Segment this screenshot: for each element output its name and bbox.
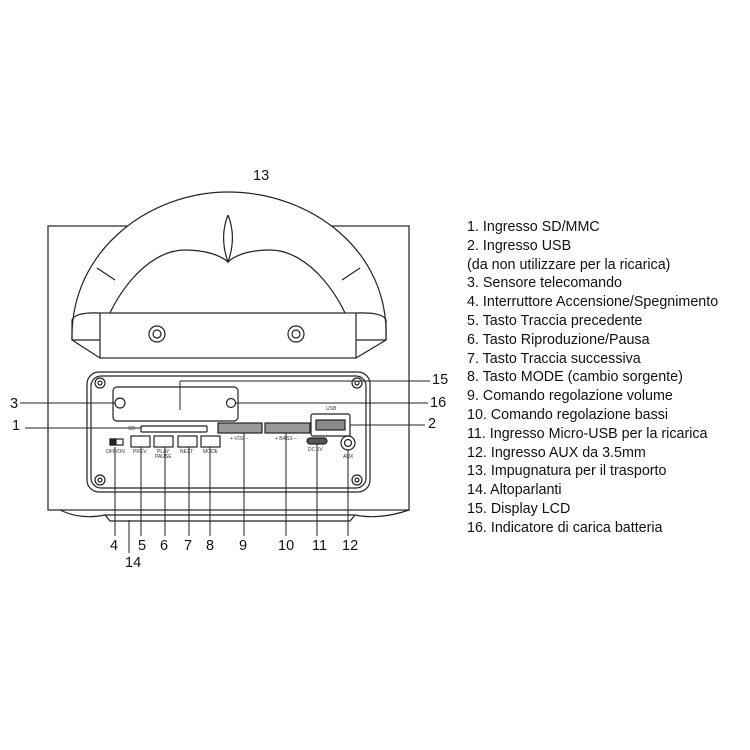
svg-text:PLAY: PLAY [157, 449, 170, 455]
legend-item: 3. Sensore telecomando [467, 275, 622, 292]
svg-text:8: 8 [206, 538, 214, 554]
legend-item: 13. Impugnatura per il trasporto [467, 463, 667, 480]
legend-item: 12. Ingresso AUX da 3.5mm [467, 444, 646, 461]
svg-text:3: 3 [10, 396, 18, 412]
svg-text:10: 10 [278, 538, 294, 554]
svg-text:13: 13 [253, 168, 269, 184]
svg-text:5: 5 [138, 538, 146, 554]
legend-item: (da non utilizzare per la ricarica) [467, 256, 671, 273]
legend-item: 6. Tasto Riproduzione/Pausa [467, 331, 650, 348]
svg-text:9: 9 [239, 538, 247, 554]
svg-text:4: 4 [110, 538, 118, 554]
svg-text:PAUSE: PAUSE [155, 454, 172, 460]
svg-text:14: 14 [125, 555, 141, 571]
svg-text:+ VOL –: + VOL – [230, 436, 249, 442]
legend-item: 8. Tasto MODE (cambio sorgente) [467, 369, 683, 386]
callout-numbers: 3 1 15 16 2 13 4 5 6 7 8 9 10 11 12 14 [10, 168, 448, 571]
legend-item: 1. Ingresso SD/MMC [467, 219, 600, 235]
legend-item: 5. Tasto Traccia precedente [467, 312, 643, 329]
svg-text:12: 12 [342, 538, 358, 554]
svg-text:DC 5V: DC 5V [308, 447, 323, 453]
svg-text:NEXT: NEXT [180, 449, 193, 455]
micro-usb-port [306, 437, 328, 445]
svg-text:OFF/ON: OFF/ON [106, 449, 125, 455]
callout-lines [20, 380, 430, 553]
legend-item: 7. Tasto Traccia successiva [467, 350, 641, 367]
control-panel [86, 371, 371, 493]
svg-text:2: 2 [428, 416, 436, 432]
play-pause-button[interactable] [153, 435, 174, 448]
svg-text:USB: USB [326, 406, 337, 412]
handle-bar [99, 312, 357, 359]
prev-button[interactable] [130, 435, 151, 448]
panel-labels: SD OFF/ON PREV PLAY PAUSE NEXT MODE + VO… [106, 406, 354, 460]
legend-item: 4. Interruttore Accensione/Spegnimento [467, 294, 719, 311]
next-button[interactable] [177, 435, 198, 448]
svg-text:7: 7 [184, 538, 192, 554]
legend-item: 15. Display LCD [467, 500, 571, 517]
svg-text:AUX: AUX [343, 454, 354, 460]
svg-text:11: 11 [312, 538, 327, 554]
aux-jack [340, 435, 356, 451]
handle [71, 191, 387, 341]
svg-text:MODE: MODE [203, 449, 219, 455]
volume-wheel[interactable] [217, 422, 263, 434]
bass-wheel[interactable] [264, 422, 311, 434]
remote-sensor [114, 397, 126, 409]
svg-text:16: 16 [430, 395, 446, 411]
sd-slot [140, 425, 208, 433]
legend: 1. Ingresso SD/MMC 2. Ingresso USB (da n… [467, 218, 718, 538]
legend-item: 14. Altoparlanti [467, 482, 562, 499]
legend-item: 16. Indicatore di carica batteria [467, 519, 663, 536]
svg-text:15: 15 [432, 372, 448, 388]
legend-item: 10. Comando regolazione bassi [467, 406, 669, 423]
legend-item: 9. Comando regolazione volume [467, 388, 673, 405]
svg-text:6: 6 [160, 538, 168, 554]
svg-text:+ BASS –: + BASS – [275, 436, 297, 442]
svg-text:PREV: PREV [133, 449, 147, 455]
legend-item: 11. Ingresso Micro-USB per la ricarica [467, 425, 708, 442]
legend-item: 2. Ingresso USB [467, 237, 572, 254]
svg-text:SD: SD [128, 426, 135, 432]
lcd-display [112, 386, 239, 422]
speaker-base [59, 509, 410, 522]
svg-text:1: 1 [12, 418, 20, 434]
mode-button[interactable] [200, 435, 221, 448]
battery-indicator [225, 397, 237, 409]
